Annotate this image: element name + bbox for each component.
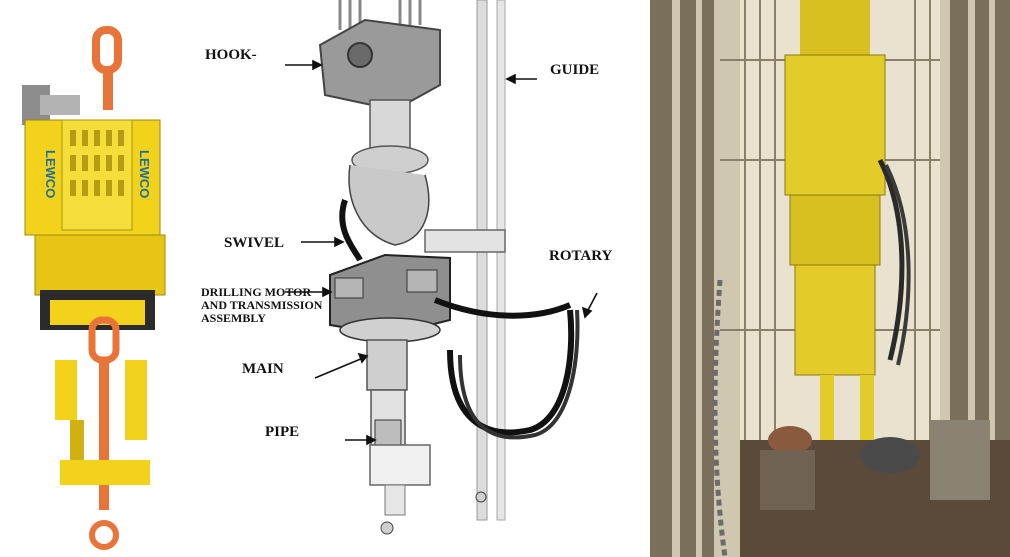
top-drive-illustration-graphic: LEWCO LEWCO	[22, 26, 166, 550]
label-swivel: SWIVEL	[224, 235, 285, 251]
label-pipe: PIPE	[265, 424, 300, 440]
label-main: MAIN	[242, 361, 284, 377]
svg-text:LEWCO: LEWCO	[137, 150, 152, 198]
label-drilling-motor: DRILLING MOTOR AND TRANSMISSION ASSEMBLY	[201, 285, 323, 325]
rig-photograph-graphic	[650, 0, 1010, 557]
label-guide: GUIDE	[550, 62, 600, 78]
label-hook: HOOK-	[205, 47, 257, 63]
label-rotary: ROTARY	[549, 248, 613, 264]
svg-text:LEWCO: LEWCO	[43, 150, 58, 198]
top-drive-labeled-diagram: HOOK- GUIDE SWIVEL ROTARY DRILLING MOTOR…	[185, 0, 650, 557]
top-drive-diagram-graphic	[285, 0, 598, 535]
rig-photograph	[650, 0, 1010, 557]
top-drive-product-illustration: LEWCO LEWCO	[0, 0, 185, 557]
